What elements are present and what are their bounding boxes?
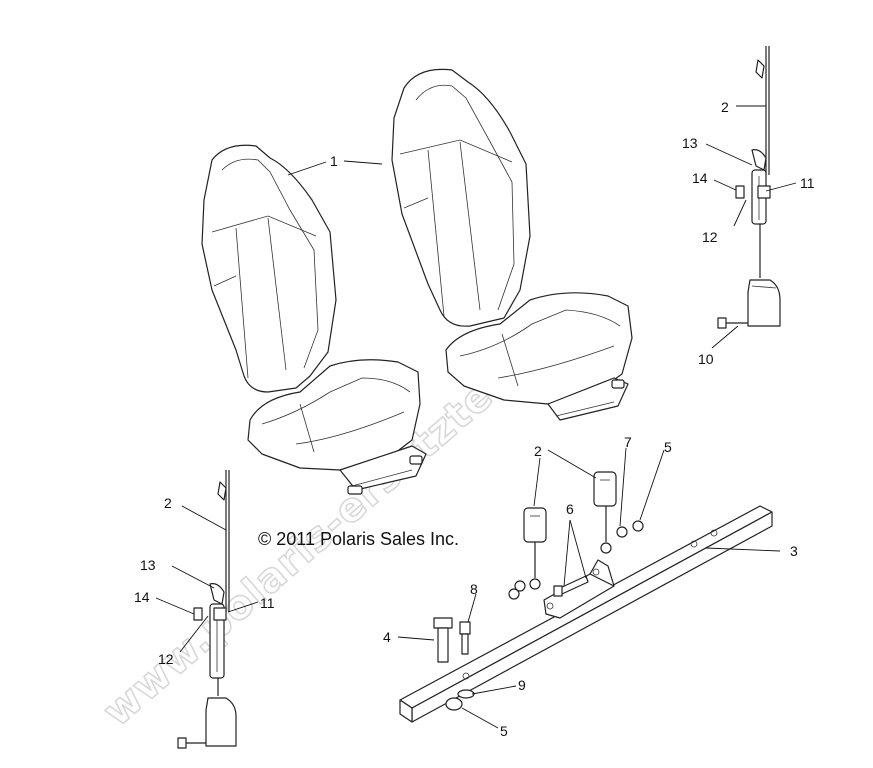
leader-lines <box>155 105 797 729</box>
belt-assembly-left <box>177 470 237 749</box>
callout-3: 3 <box>790 543 798 559</box>
callout-2-bottom-left: 2 <box>164 495 172 511</box>
callout-11-left: 11 <box>260 595 275 611</box>
callout-2-top-right: 2 <box>721 99 729 115</box>
callout-1: 1 <box>330 153 338 169</box>
callout-7: 7 <box>624 434 632 450</box>
callout-4: 4 <box>383 629 391 645</box>
seat-left <box>201 144 427 495</box>
callout-13-right: 13 <box>682 135 698 151</box>
copyright-text: © 2011 Polaris Sales Inc. <box>258 529 459 549</box>
callout-5-bottom: 5 <box>500 723 508 739</box>
callout-14-left: 14 <box>134 589 150 605</box>
seat-right <box>391 68 633 421</box>
callout-labels: 1 2 13 14 11 12 10 2 13 14 11 12 2 7 5 6… <box>134 99 815 739</box>
callout-11-right: 11 <box>800 175 815 191</box>
callout-2-buckles: 2 <box>534 443 542 459</box>
callout-13-left: 13 <box>140 557 156 573</box>
callout-14-right: 14 <box>692 170 708 186</box>
callout-10: 10 <box>698 351 714 367</box>
belt-assembly-right <box>717 46 781 329</box>
callout-5-top: 5 <box>664 439 672 455</box>
callout-12-right: 12 <box>702 229 718 245</box>
callout-9: 9 <box>518 677 526 693</box>
callout-8: 8 <box>470 581 478 597</box>
callout-12-left: 12 <box>158 651 174 667</box>
crossbar-assembly <box>399 471 773 723</box>
callout-6: 6 <box>566 501 574 517</box>
